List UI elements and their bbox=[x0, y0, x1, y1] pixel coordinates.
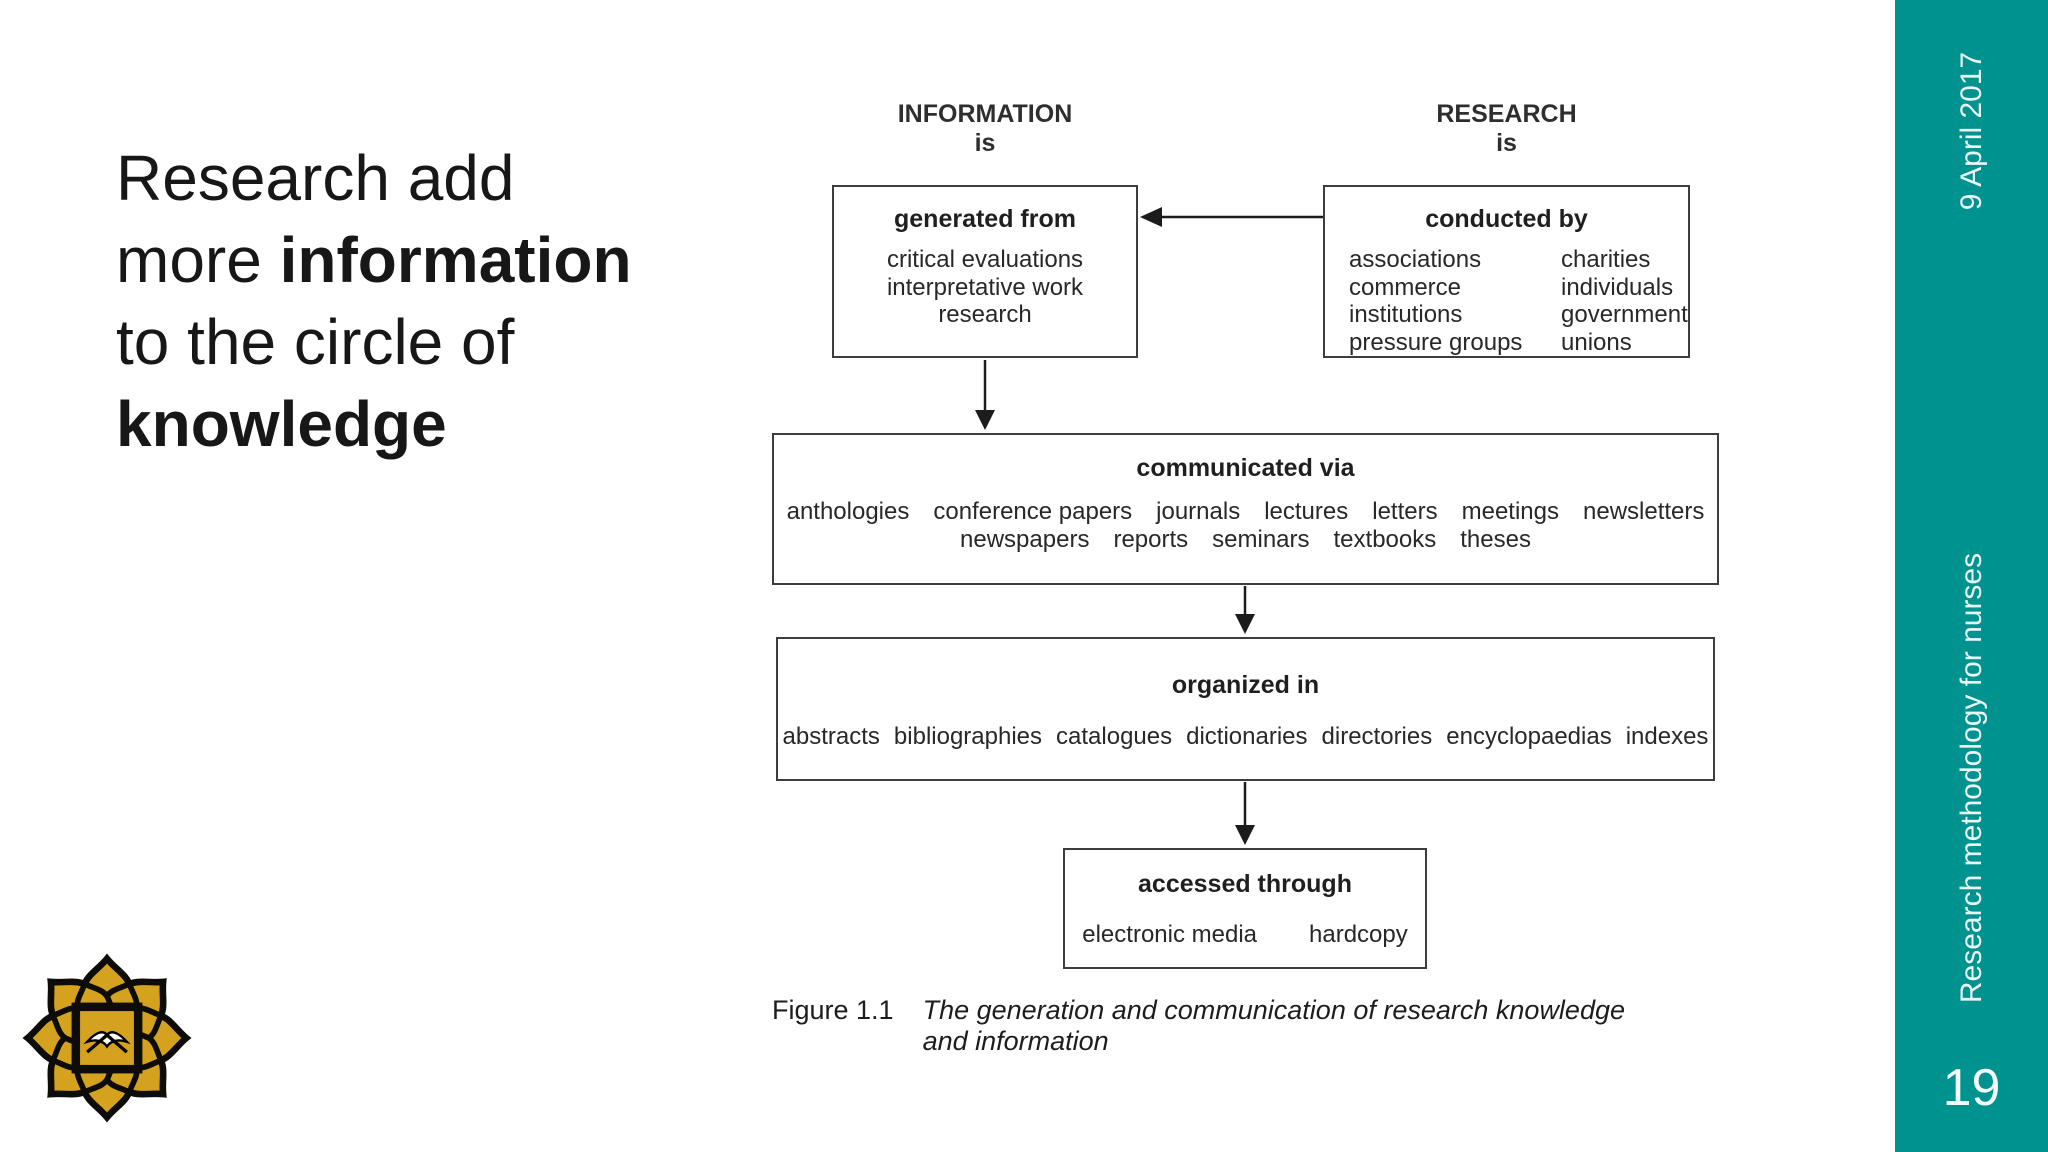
list-item: seminars bbox=[1212, 526, 1310, 553]
list-item: journals bbox=[1156, 498, 1241, 525]
list-item: directories bbox=[1321, 723, 1433, 750]
arrowhead-down-icon bbox=[975, 410, 995, 430]
headline-line1: Research add bbox=[116, 142, 515, 214]
list-item: unions bbox=[1561, 328, 1632, 356]
list-item: interpretative work bbox=[886, 273, 1084, 301]
arrowhead-down-icon bbox=[1235, 614, 1255, 634]
headline-line3: to the circle of bbox=[116, 306, 515, 378]
organized-in-row: abstracts bibliographies catalogues dict… bbox=[778, 723, 1713, 751]
information-heading: INFORMATION is bbox=[897, 100, 1073, 157]
list-item: indexes bbox=[1625, 723, 1709, 750]
figure-caption: Figure 1.1 The generation and communicat… bbox=[772, 995, 1625, 1057]
caption-text: The generation and communication of rese… bbox=[922, 995, 1625, 1056]
sidebar: 9 April 2017 Research methodology for nu… bbox=[1895, 0, 2048, 1152]
conducted-by-col2: charities individuals government unions bbox=[1561, 246, 1688, 356]
accessed-through-row: electronic media hardcopy bbox=[1065, 921, 1425, 949]
communicated-via-row1: anthologies conference papers journals l… bbox=[774, 498, 1717, 526]
research-heading: RESEARCH is bbox=[1436, 100, 1577, 157]
list-item: textbooks bbox=[1333, 526, 1437, 553]
list-item: conference papers bbox=[933, 498, 1133, 525]
open-book-icon bbox=[83, 1031, 131, 1054]
headline: Research add more information to the cir… bbox=[116, 137, 632, 465]
list-item: newsletters bbox=[1583, 498, 1705, 525]
list-item: individuals bbox=[1561, 273, 1674, 301]
list-item: abstracts bbox=[782, 723, 880, 750]
list-item: catalogues bbox=[1056, 723, 1173, 750]
list-item: institutions bbox=[1349, 301, 1463, 328]
list-item: commerce bbox=[1349, 273, 1462, 301]
list-item: electronic media bbox=[1082, 921, 1257, 948]
university-logo-icon bbox=[22, 953, 192, 1123]
arrowhead-down-icon bbox=[1235, 825, 1255, 845]
course-title: Research methodology for nurses bbox=[1954, 552, 1988, 1004]
box-communicated-via: communicated via anthologies conference … bbox=[772, 433, 1719, 585]
arrowhead-left-icon bbox=[1140, 207, 1162, 227]
list-item: hardcopy bbox=[1309, 921, 1408, 948]
box-accessed-through: accessed through electronic media hardco… bbox=[1063, 848, 1427, 969]
communicated-via-row2: newspapers reports seminars textbooks th… bbox=[774, 526, 1717, 554]
page-number: 19 bbox=[1942, 1059, 2001, 1117]
box-organized-in: organized in abstracts bibliographies ca… bbox=[776, 637, 1715, 781]
list-item: critical evaluations bbox=[886, 246, 1084, 273]
list-item: dictionaries bbox=[1186, 723, 1308, 750]
list-item: lectures bbox=[1264, 498, 1349, 525]
list-item: meetings bbox=[1461, 498, 1559, 525]
list-item: pressure groups bbox=[1349, 328, 1523, 356]
list-item: newspapers bbox=[960, 526, 1090, 553]
headline-line4: knowledge bbox=[116, 388, 447, 460]
headline-line2: more information bbox=[116, 224, 632, 296]
list-item: bibliographies bbox=[893, 723, 1043, 750]
generated-from-items: critical evaluations interpretative work… bbox=[834, 246, 1136, 329]
box-generated-from: generated from critical evaluations inte… bbox=[832, 185, 1138, 358]
list-item: reports bbox=[1113, 526, 1189, 553]
list-item: letters bbox=[1372, 498, 1438, 525]
slide-date: 9 April 2017 bbox=[1954, 51, 1988, 211]
list-item: charities bbox=[1561, 246, 1651, 273]
list-item: government bbox=[1561, 301, 1688, 328]
conducted-by-columns: associations commerce institutions press… bbox=[1325, 246, 1688, 356]
conducted-by-col1: associations commerce institutions press… bbox=[1349, 246, 1561, 356]
list-item: associations bbox=[1349, 246, 1482, 273]
list-item: encyclopaedias bbox=[1446, 723, 1612, 750]
list-item: anthologies bbox=[786, 498, 910, 525]
list-item: theses bbox=[1460, 526, 1531, 553]
caption-label: Figure 1.1 bbox=[772, 995, 894, 1025]
box-conducted-by: conducted by associations commerce insti… bbox=[1323, 185, 1690, 358]
list-item: research bbox=[938, 301, 1032, 328]
